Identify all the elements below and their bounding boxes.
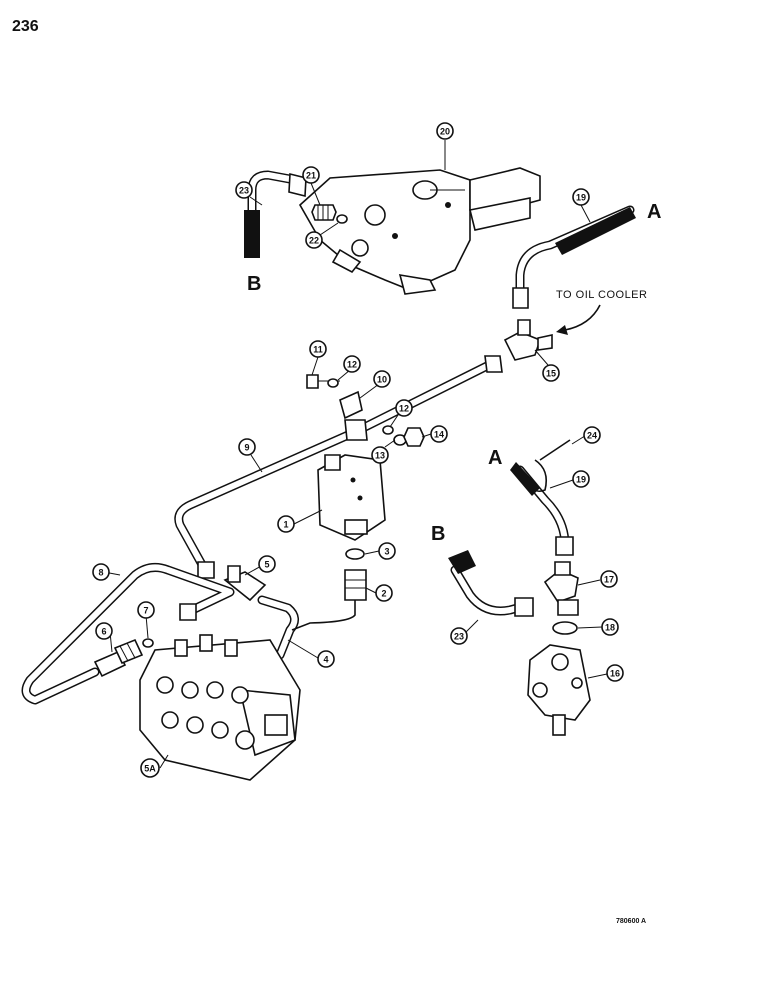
callout-17-label: 17 [604, 575, 614, 585]
callout-24: 24 [583, 426, 601, 444]
callout-18: 18 [601, 618, 619, 636]
tie-24 [529, 439, 571, 493]
o-ring-3 [345, 548, 365, 560]
letter-b-lower: B [431, 523, 445, 545]
callout-19-lower: 19 [572, 470, 590, 488]
callout-11-label: 11 [313, 345, 323, 355]
callout-4: 4 [317, 650, 335, 668]
callout-16-label: 16 [610, 669, 620, 679]
callout-20-label: 20 [440, 127, 450, 137]
callout-22: 22 [305, 231, 323, 249]
callout-14: 14 [430, 425, 448, 443]
callout-23-lower-label: 23 [454, 632, 464, 642]
control-valve-5a [139, 634, 301, 781]
callout-12-upper-label: 12 [347, 360, 357, 370]
callout-23-upper-label: 23 [239, 186, 249, 196]
letter-b-upper: B [247, 273, 261, 295]
fitting-2 [344, 569, 367, 601]
callout-8: 8 [92, 563, 110, 581]
nut-14 [403, 427, 425, 447]
tee-17 [543, 561, 579, 616]
callout-15-label: 15 [546, 369, 556, 379]
o-ring-7 [142, 638, 154, 648]
tee-fitting-15 [503, 319, 553, 361]
callout-4-label: 4 [323, 655, 328, 665]
hose-23-upper [244, 170, 307, 258]
tube-9 [174, 355, 503, 579]
callout-10-label: 10 [377, 375, 387, 385]
o-ring-18 [552, 621, 578, 635]
callout-9-label: 9 [244, 443, 249, 453]
oil-cooler-arrowhead [556, 325, 568, 335]
tube-8 [21, 562, 235, 705]
callout-23-lower: 23 [450, 627, 468, 645]
o-ring-22 [336, 214, 348, 224]
callout-7-label: 7 [143, 606, 148, 616]
fitting-6 [93, 638, 144, 678]
callout-12-lower: 12 [395, 399, 413, 417]
callout-21-label: 21 [306, 171, 316, 181]
figure-code: 780600 A [616, 918, 647, 925]
callout-15: 15 [542, 364, 560, 382]
letter-a-upper: A [647, 201, 661, 223]
callout-12-upper: 12 [343, 355, 361, 373]
valve-16 [527, 644, 591, 736]
callout-18-label: 18 [605, 623, 615, 633]
callout-13-label: 13 [375, 451, 385, 461]
callout-17: 17 [600, 570, 618, 588]
callout-5a-label: 5A [144, 764, 156, 774]
callout-16: 16 [606, 664, 624, 682]
hose-19-upper [512, 205, 636, 309]
valve-assembly-20 [298, 167, 541, 295]
callout-1-label: 1 [283, 520, 288, 530]
callout-3: 3 [378, 542, 396, 560]
callout-19-lower-label: 19 [576, 475, 586, 485]
tee-5 [223, 565, 267, 602]
callouts: 20 23 21 22 19 15 11 12 10 12 13 14 9 1 … [92, 122, 624, 778]
callout-11: 11 [309, 340, 327, 358]
callout-3-label: 3 [384, 547, 389, 557]
callout-21: 21 [302, 166, 320, 184]
callout-9: 9 [238, 438, 256, 456]
callout-8-label: 8 [98, 568, 103, 578]
washer-12b [382, 425, 394, 435]
callout-2: 2 [375, 584, 393, 602]
oil-cooler-note: TO OIL COOLER [556, 289, 647, 301]
callout-12-lower-label: 12 [399, 404, 409, 414]
fitting-21 [311, 204, 337, 221]
callout-6: 6 [95, 622, 113, 640]
hose-23-lower [448, 550, 534, 617]
callout-10: 10 [373, 370, 391, 388]
callout-5: 5 [258, 555, 276, 573]
callout-23-upper: 23 [235, 181, 253, 199]
page-number: 236 [12, 18, 39, 35]
callout-13: 13 [371, 446, 389, 464]
callout-20: 20 [436, 122, 454, 140]
callout-19-upper-label: 19 [576, 193, 586, 203]
tube-4 [257, 595, 356, 660]
callout-7: 7 [137, 601, 155, 619]
washer-12a [327, 378, 339, 388]
callout-2-label: 2 [381, 589, 386, 599]
callout-6-label: 6 [101, 627, 106, 637]
relief-valve-1 [317, 454, 386, 541]
callout-5-label: 5 [264, 560, 269, 570]
oil-cooler-arrow [564, 304, 601, 331]
callout-19-upper: 19 [572, 188, 590, 206]
letter-a-lower: A [488, 447, 502, 469]
clamp-10 [339, 390, 368, 441]
hose-19-lower [510, 462, 574, 556]
callout-14-label: 14 [434, 430, 444, 440]
callout-1: 1 [277, 515, 295, 533]
callout-22-label: 22 [309, 236, 319, 246]
callout-5a: 5A [140, 758, 160, 778]
callout-24-label: 24 [587, 431, 597, 441]
